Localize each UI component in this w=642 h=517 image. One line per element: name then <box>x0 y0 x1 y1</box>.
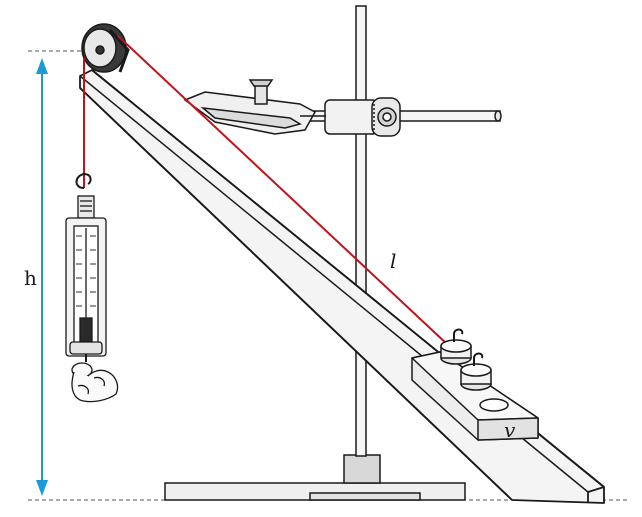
hand-icon <box>71 362 119 403</box>
pulley-icon <box>81 23 130 73</box>
clamp-icon <box>324 97 401 137</box>
stand-rod <box>355 5 367 457</box>
spring-scale-icon <box>65 172 107 362</box>
length-label: l <box>390 249 396 273</box>
string-incline <box>117 35 449 346</box>
board-clamp <box>183 79 326 135</box>
stand-base <box>164 454 466 501</box>
weight-icon-2 <box>460 352 492 391</box>
height-label: h <box>24 266 37 290</box>
velocity-label: v <box>504 418 516 442</box>
height-arrow <box>36 58 48 496</box>
weight-icon <box>440 328 472 365</box>
